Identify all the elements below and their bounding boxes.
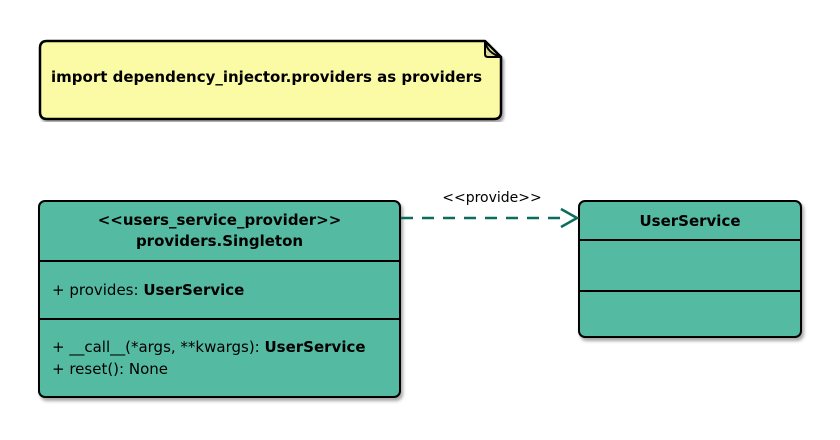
note-text: import dependency_injector.providers as …: [51, 68, 483, 86]
class-stereotype: <<users_service_provider>>: [97, 211, 342, 229]
class-node-providers-singleton: <<users_service_provider>> providers.Sin…: [38, 200, 401, 398]
method-reset: + reset(): None: [52, 360, 168, 378]
class-attributes-compartment: + provides: UserService: [40, 260, 399, 318]
method-call: + __call__(*args, **kwargs): UserService: [52, 338, 366, 356]
provide-arrow-label: <<provide>>: [442, 190, 542, 206]
class-node-userservice: UserService: [578, 200, 802, 338]
class-header-providers-singleton: <<users_service_provider>> providers.Sin…: [40, 202, 399, 260]
class-methods-compartment-empty: [580, 290, 800, 336]
provide-dependency-arrow: [401, 207, 580, 229]
note-import-statement: import dependency_injector.providers as …: [38, 38, 508, 122]
class-name: UserService: [639, 211, 741, 230]
class-name: providers.Singleton: [135, 232, 304, 250]
class-attributes-compartment-empty: [580, 239, 800, 290]
class-header-userservice: UserService: [580, 202, 800, 239]
class-methods-compartment: + __call__(*args, **kwargs): UserService…: [40, 318, 399, 396]
attribute-provides: + provides: UserService: [52, 281, 245, 299]
open-arrowhead-icon: [560, 207, 580, 229]
note-fold-corner-icon: [484, 40, 502, 58]
note-shape: [38, 39, 503, 121]
